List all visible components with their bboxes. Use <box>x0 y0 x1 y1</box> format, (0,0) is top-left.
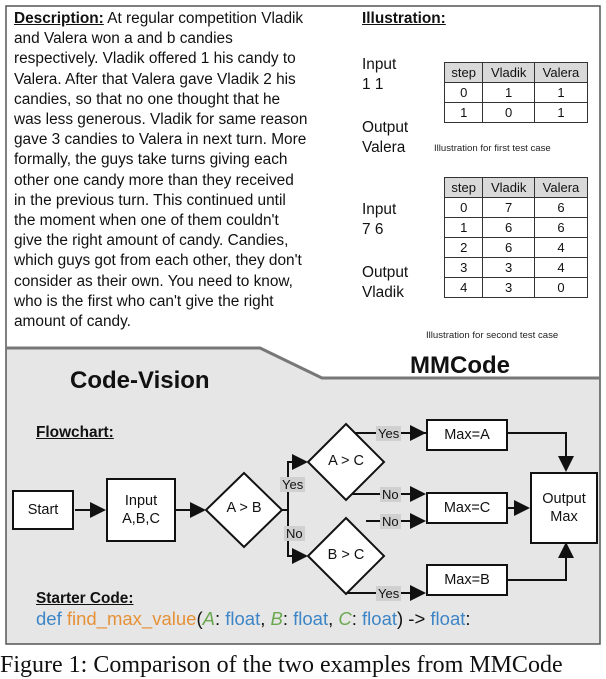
case1-input-label: Input <box>362 56 397 73</box>
start-box: Start <box>12 490 74 530</box>
case1-output-value: Valera <box>362 139 406 156</box>
edge-label-yes-bc: Yes <box>376 586 402 601</box>
starter-code-heading: Starter Code: <box>36 590 134 607</box>
flowchart-heading: Flowchart: <box>36 424 114 441</box>
table-cell: 1 <box>443 217 484 238</box>
table-header-cell: Valera <box>533 62 589 83</box>
output-box: Output Max <box>530 472 598 544</box>
table-cell: 1 <box>443 102 484 123</box>
code-def-keyword: def <box>36 608 62 629</box>
case2-output-value: Vladik <box>362 284 404 301</box>
description-line-1: and Valera won a and b candies <box>14 30 233 48</box>
illustration-heading: Illustration: <box>362 10 446 27</box>
code-function-name: find_max_value <box>66 608 197 629</box>
code-return-type: float <box>430 608 466 629</box>
cond-bc-label: B > C <box>327 547 365 563</box>
flowchart-connectors <box>75 422 574 601</box>
diamond-b-gt-c <box>306 516 386 596</box>
case2-input-value: 7 6 <box>362 221 384 238</box>
diamond-a-gt-b <box>204 471 284 549</box>
description-line-10: the moment when one of them couldn't <box>14 212 279 229</box>
description-line-13: consider as their own. You need to know, <box>14 272 293 290</box>
code-comma: , <box>328 608 339 629</box>
table-header-cell: step <box>443 177 484 198</box>
code-param-b: B <box>270 608 283 629</box>
edge-label-no-ac: No <box>380 487 401 502</box>
edge-label-yes-ab: Yes <box>280 477 306 492</box>
description-line-0: Description: At regular competition Vlad… <box>14 10 303 29</box>
case1-caption: Illustration for first test case <box>434 143 551 154</box>
code-comma: , <box>260 608 271 629</box>
case2-output-label: Output <box>362 264 409 281</box>
figure-caption: Figure 1: Comparison of the two examples… <box>0 652 563 678</box>
case2-input-label: Input <box>362 201 397 218</box>
code-open-paren: ( <box>196 608 203 629</box>
max-c-box: Max=C <box>426 492 508 524</box>
code-type-float: float <box>293 608 329 629</box>
input-box: Input A,B,C <box>106 478 176 542</box>
case2-caption: Illustration for second test case <box>426 330 559 341</box>
table-header-cell: Vladik <box>482 177 535 198</box>
table-cell: 3 <box>482 277 535 298</box>
description-line-4: candies, so that no one thought that he <box>14 90 281 108</box>
description-line-15: amount of candy. <box>14 313 131 330</box>
mmcode-title: MMCode <box>410 352 510 379</box>
edge-label-yes-ac: Yes <box>376 426 402 441</box>
description-line-7: formally, the guys take turns giving eac… <box>14 151 288 169</box>
description-line-6: gave 3 candies to Valera in next turn. M… <box>14 131 307 149</box>
description-text: At regular competition Vladik <box>103 10 304 27</box>
starter-code-signature: def find_max_value(A: float, B: float, C… <box>36 608 471 630</box>
table-header-cell: step <box>443 62 484 83</box>
description-line-9: in the previous turn. This continued unt… <box>14 191 286 209</box>
input-box-line1: Input <box>124 493 158 509</box>
cond-ac-label: A > C <box>328 453 364 469</box>
description-line-11: give the right amount of candy. Candies, <box>14 232 289 250</box>
output-box-line1: Output <box>542 491 586 507</box>
code-close-arrow: ) -> <box>397 608 431 629</box>
code-colon: : <box>214 608 226 629</box>
max-a-box: Max=A <box>426 419 508 451</box>
diamond-a-gt-c <box>306 422 386 502</box>
code-type-float: float <box>362 608 397 629</box>
case1-output-label: Output <box>362 119 409 136</box>
code-type-float: float <box>225 608 261 629</box>
output-box-line2: Max <box>550 509 578 525</box>
description-line-14: who is the first who can't give the righ… <box>14 292 274 310</box>
description-line-5: was less generous. Vladik for same reaso… <box>14 111 308 128</box>
code-end-colon: : <box>465 608 471 629</box>
cond-ab-label: A > B <box>226 500 262 516</box>
code-vision-title: Code-Vision <box>70 367 210 394</box>
code-colon: : <box>282 608 294 629</box>
table-cell: 0 <box>533 277 589 298</box>
input-box-line2: A,B,C <box>122 511 160 527</box>
code-param-a: A <box>202 608 215 629</box>
code-param-c: C <box>338 608 352 629</box>
decision-diamonds <box>204 422 386 596</box>
description-line-12: which guys got from each other, they don… <box>14 252 302 270</box>
max-b-box: Max=B <box>426 564 508 596</box>
edge-label-no-bc: No <box>380 514 401 529</box>
table-cell: 4 <box>443 277 484 298</box>
description-line-2: respectively. Vladik offered 1 his candy… <box>14 50 296 68</box>
description-line-3: Valera. After that Valera gave Vladik 2 … <box>14 70 296 88</box>
description-line-8: other one candy more than they received <box>14 171 294 189</box>
edge-label-no-ab: No <box>284 526 305 541</box>
case1-input-value: 1 1 <box>362 76 384 93</box>
table-cell: 1 <box>533 102 589 123</box>
description-heading: Description: <box>14 10 104 27</box>
code-colon: : <box>351 608 363 629</box>
table-cell: 0 <box>443 197 484 218</box>
